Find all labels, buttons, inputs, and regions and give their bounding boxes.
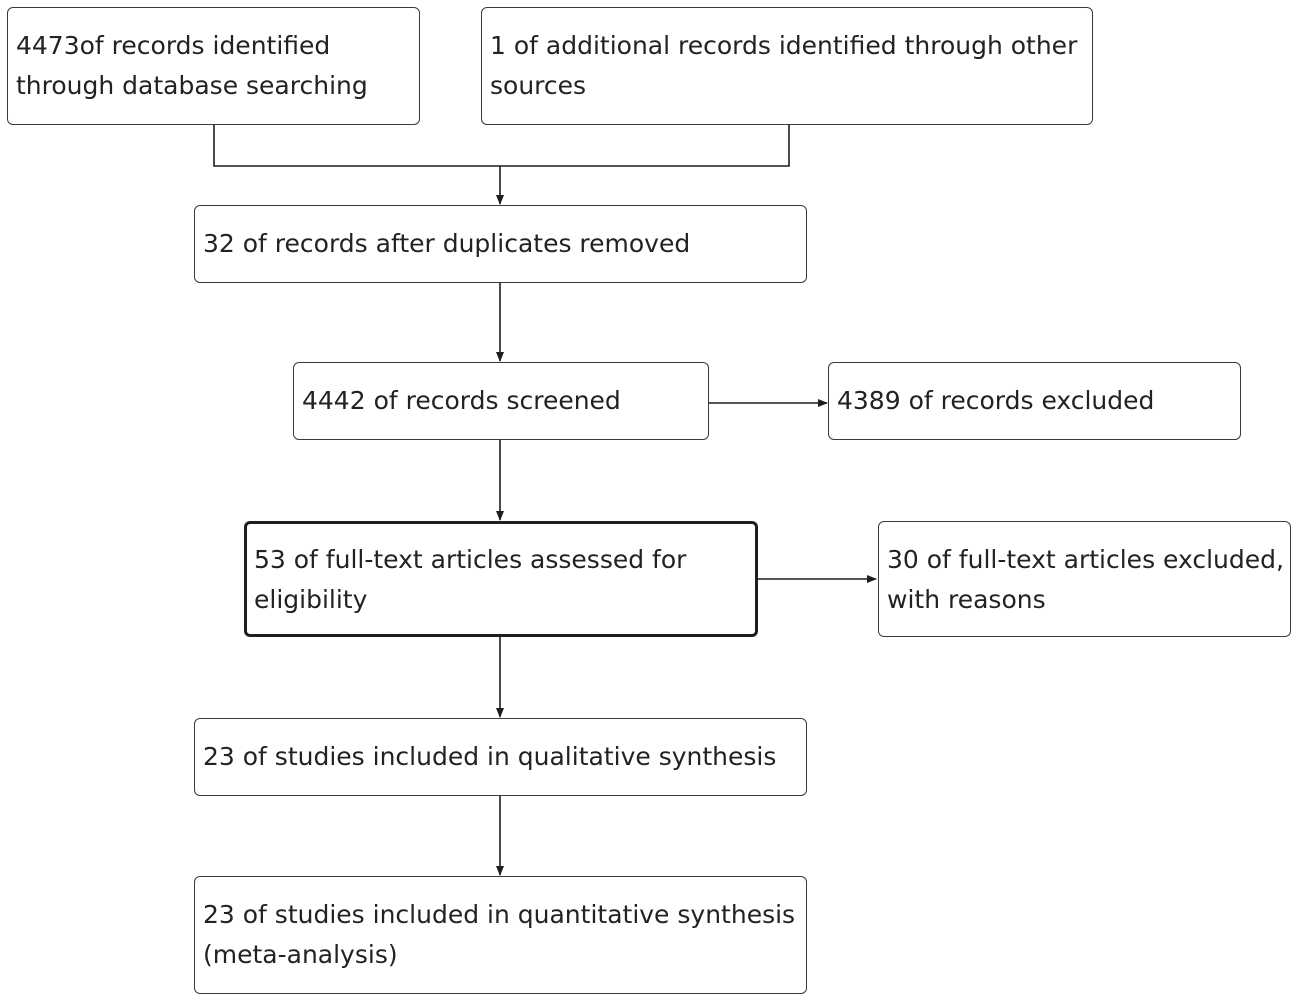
records-identified-database-line2: through database searching bbox=[16, 71, 368, 100]
records-after-duplicates-text: 32 of records after duplicates removed bbox=[203, 229, 691, 258]
fulltext-assessed-line2: eligibility bbox=[254, 585, 368, 614]
records-excluded-text: 4389 of records excluded bbox=[837, 386, 1155, 415]
records-identified-database-line1: 4473of records identified bbox=[16, 31, 331, 60]
qualitative-synthesis-text: 23 of studies included in qualitative sy… bbox=[203, 742, 777, 771]
fulltext-excluded-box: 30 of full-text articles excluded, with … bbox=[878, 521, 1291, 637]
records-excluded-box: 4389 of records excluded bbox=[828, 362, 1241, 440]
qualitative-synthesis-box: 23 of studies included in qualitative sy… bbox=[194, 718, 807, 796]
fulltext-excluded-line2: with reasons bbox=[887, 585, 1046, 614]
records-screened-box: 4442 of records screened bbox=[293, 362, 709, 440]
additional-records-line1: 1 of additional records identified throu… bbox=[490, 31, 1078, 60]
records-screened-text: 4442 of records screened bbox=[302, 386, 621, 415]
records-identified-database-box: 4473of records identified through databa… bbox=[7, 7, 420, 125]
merge-connector bbox=[213, 124, 790, 167]
additional-records-line2: sources bbox=[490, 71, 587, 100]
additional-records-box: 1 of additional records identified throu… bbox=[481, 7, 1093, 125]
fulltext-assessed-line1: 53 of full-text articles assessed for bbox=[254, 545, 687, 574]
fulltext-assessed-box: 53 of full-text articles assessed for el… bbox=[244, 521, 758, 637]
quantitative-synthesis-line2: (meta-analysis) bbox=[203, 940, 398, 969]
quantitative-synthesis-box: 23 of studies included in quantitative s… bbox=[194, 876, 807, 994]
records-after-duplicates-box: 32 of records after duplicates removed bbox=[194, 205, 807, 283]
quantitative-synthesis-line1: 23 of studies included in quantitative s… bbox=[203, 900, 796, 929]
fulltext-excluded-line1: 30 of full-text articles excluded, bbox=[887, 545, 1284, 574]
